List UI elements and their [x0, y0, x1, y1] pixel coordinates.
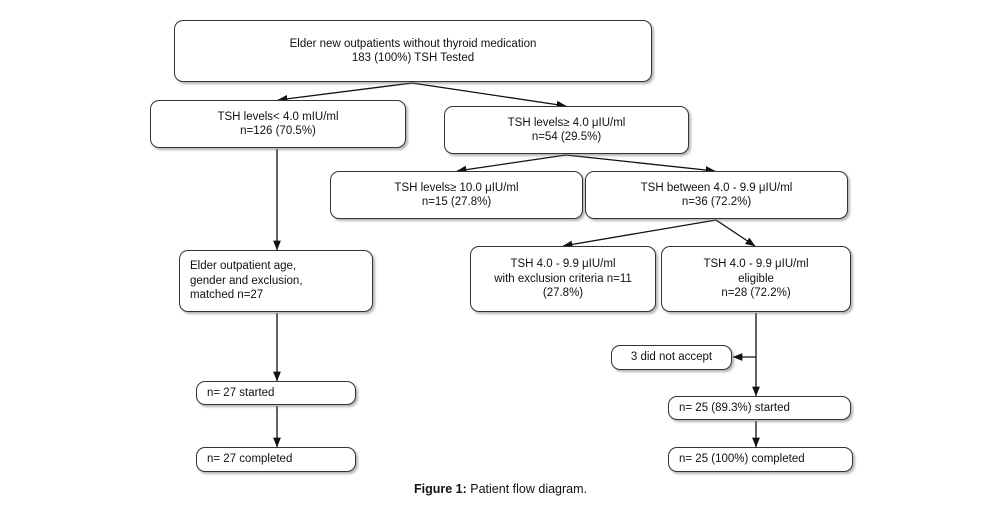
node-tsh-low-line2: n=126 (70.5%): [240, 125, 316, 137]
node-not-accept: 3 did not accept: [611, 345, 732, 370]
node-tsh-high-line1: TSH levels≥ 4.0 μIU/ml: [507, 116, 626, 129]
node-matched-line1: Elder outpatient age,: [190, 260, 297, 273]
node-matched-line3: matched n=27: [190, 289, 264, 302]
node-tsh-high-line2: n=54 (29.5%): [531, 131, 602, 143]
figure-caption-label: Figure 1:: [414, 482, 467, 496]
figure-caption: Figure 1: Patient flow diagram.: [0, 482, 1001, 496]
node-eligible-line2: eligible: [738, 272, 774, 285]
edge-root-to-tsh-low: [277, 82, 413, 103]
node-right-started: n= 25 (89.3%) started: [668, 396, 851, 420]
node-matched: Elder outpatient age, gender and exclusi…: [179, 250, 373, 312]
node-root-line1: Elder new outpatients without thyroid me…: [289, 37, 537, 50]
node-tsh-low-line1: TSH levels< 4.0 mIU/ml: [217, 110, 339, 123]
node-left-started: n= 27 started: [196, 381, 356, 405]
node-tsh-high: TSH levels≥ 4.0 μIU/ml n=54 (29.5%): [444, 106, 689, 154]
node-right-started-line1: n= 25 (89.3%) started: [679, 401, 790, 414]
node-not-accept-line1: 3 did not accept: [630, 351, 713, 364]
node-right-completed: n= 25 (100%) completed: [668, 447, 853, 472]
edge-between-to-excluded: [562, 219, 717, 249]
node-tsh-low: TSH levels< 4.0 mIU/ml n=126 (70.5%): [150, 100, 406, 148]
node-root-line2: 183 (100%) TSH Tested: [351, 52, 475, 64]
node-matched-line2: gender and exclusion,: [190, 274, 303, 287]
node-tsh-between-line1: TSH between 4.0 - 9.9 μIU/ml: [640, 181, 793, 194]
node-excluded: TSH 4.0 - 9.9 μIU/ml with exclusion crit…: [470, 246, 656, 312]
edge-between-to-eligible: [715, 219, 756, 247]
node-excluded-line1: TSH 4.0 - 9.9 μIU/ml: [510, 258, 616, 271]
figure-caption-text: Patient flow diagram.: [466, 482, 587, 496]
node-tsh-ge10: TSH levels≥ 10.0 μIU/ml n=15 (27.8%): [330, 171, 583, 219]
node-left-completed: n= 27 completed: [196, 447, 356, 472]
node-eligible-line3: n=28 (72.2%): [721, 287, 791, 300]
node-excluded-line2: with exclusion criteria n=11: [494, 272, 632, 285]
edge-high-to-ge10: [456, 154, 567, 174]
node-tsh-between-line2: n=36 (72.2%): [681, 196, 752, 208]
node-excluded-line3: (27.8%): [542, 287, 584, 300]
node-tsh-ge10-line1: TSH levels≥ 10.0 μIU/ml: [394, 181, 519, 194]
edge-root-to-tsh-high: [411, 82, 567, 109]
node-eligible: TSH 4.0 - 9.9 μIU/ml eligible n=28 (72.2…: [661, 246, 851, 312]
node-eligible-line1: TSH 4.0 - 9.9 μIU/ml: [703, 258, 809, 271]
node-tsh-between: TSH between 4.0 - 9.9 μIU/ml n=36 (72.2%…: [585, 171, 848, 219]
node-left-completed-line1: n= 27 completed: [207, 453, 293, 466]
node-left-started-line1: n= 27 started: [207, 386, 275, 399]
node-right-completed-line1: n= 25 (100%) completed: [679, 453, 805, 466]
edge-high-to-between: [565, 154, 716, 174]
node-root: Elder new outpatients without thyroid me…: [174, 20, 652, 82]
node-tsh-ge10-line2: n=15 (27.8%): [421, 196, 492, 208]
